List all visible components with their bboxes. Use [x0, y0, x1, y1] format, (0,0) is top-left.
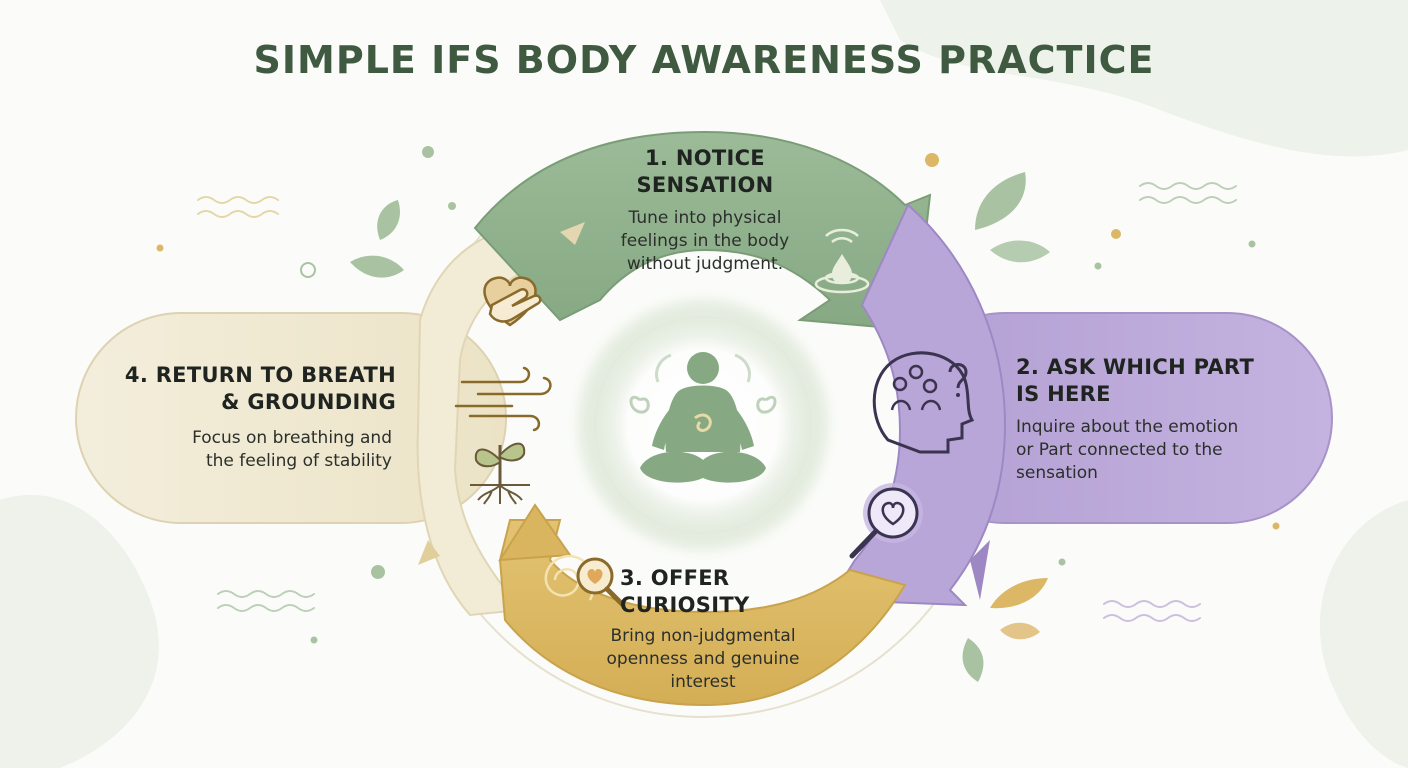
- curiosity-step-description: Bring non-judgmental openness and genuin…: [583, 625, 823, 694]
- return-step-description: Focus on breathing and the feeling of st…: [120, 427, 392, 473]
- notice-desc-line1: Tune into physical: [628, 208, 782, 228]
- curiosity-title-line1: 3. OFFER: [620, 566, 730, 590]
- ask-arc-arrow: [828, 203, 1007, 607]
- leaf-icon: [350, 200, 404, 278]
- spiral-magnifier-heart-icon: [544, 554, 625, 607]
- notice-title-line1: 1. NOTICE: [645, 146, 765, 170]
- return-desc-line1: Focus on breathing and: [192, 428, 392, 448]
- curiosity-step-title: 3. OFFER CURIOSITY: [620, 565, 820, 619]
- ask-desc-line2: or Part connected to the: [1016, 440, 1223, 460]
- ask-step-title: 2. ASK WHICH PART IS HERE: [1016, 354, 1316, 408]
- ask-arrow-tip: [970, 540, 990, 600]
- meditating-figure-icon: [629, 352, 777, 483]
- notice-desc-line3: without judgment.: [626, 254, 784, 274]
- ask-desc-line1: Inquire about the emotion: [1016, 417, 1239, 437]
- ask-desc-line3: sensation: [1016, 463, 1098, 483]
- background-blob: [1319, 500, 1408, 768]
- return-step-pill: [75, 312, 507, 524]
- wave-decoration: [197, 182, 1237, 622]
- curiosity-title-line2: CURIOSITY: [620, 593, 750, 617]
- notice-step-arrow: [473, 130, 932, 332]
- return-step-title: 4. RETURN TO BREATH & GROUNDING: [100, 362, 396, 416]
- curiosity-step-arrow: [498, 519, 907, 707]
- dot-decoration: [156, 146, 1280, 644]
- notice-desc-line2: feelings in the body: [620, 231, 790, 251]
- background-blob: [0, 494, 159, 768]
- magnifier-heart-icon: [849, 483, 923, 559]
- return-title-line1: 4. RETURN TO BREATH: [124, 363, 396, 387]
- return-desc-line2: the feeling of stability: [205, 451, 392, 471]
- background-blob: [880, 0, 1408, 157]
- head-with-parts-icon: [872, 351, 975, 454]
- curiosity-desc-line3: interest: [670, 672, 736, 692]
- leaf-icon: [962, 578, 1048, 682]
- notice-step-description: Tune into physical feelings in the body …: [600, 207, 810, 276]
- curiosity-arrow-tip: [498, 503, 572, 562]
- ask-title-line2: IS HERE: [1016, 382, 1111, 406]
- ask-step-description: Inquire about the emotion or Part connec…: [1016, 416, 1316, 485]
- wind-breath-icon: [454, 366, 552, 432]
- curiosity-desc-line2: openness and genuine: [606, 649, 800, 669]
- return-title-line2: & GROUNDING: [221, 390, 396, 414]
- ask-title-line1: 2. ASK WHICH PART: [1016, 355, 1255, 379]
- notice-step-title: 1. NOTICE SENSATION: [600, 145, 810, 199]
- return-arrow-tip-lower: [418, 540, 440, 565]
- water-drop-ripple-icon: [814, 228, 870, 294]
- sprout-roots-icon: [470, 442, 530, 505]
- notice-title-line2: SENSATION: [636, 173, 774, 197]
- hand-on-heart-icon: [483, 276, 542, 327]
- curiosity-desc-line1: Bring non-judgmental: [610, 626, 796, 646]
- page-title: SIMPLE IFS BODY AWARENESS PRACTICE: [253, 38, 1155, 82]
- return-arrow-tip: [560, 222, 585, 245]
- leaf-icon: [975, 172, 1050, 263]
